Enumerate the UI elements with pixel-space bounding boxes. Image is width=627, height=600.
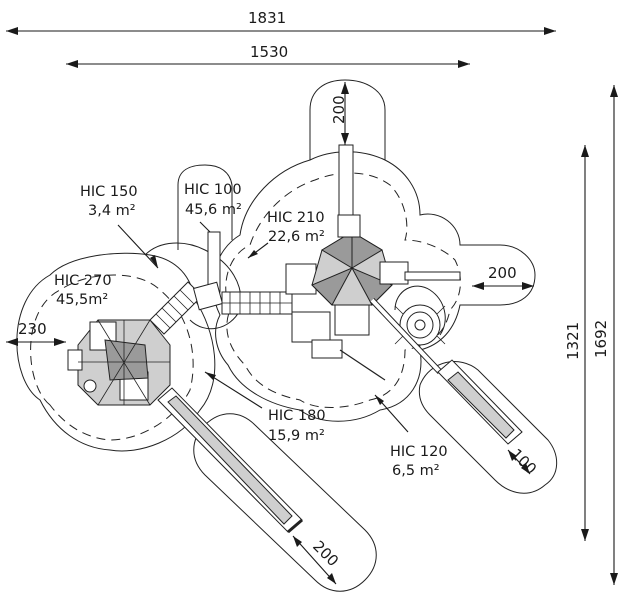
zone-slide-right — [418, 361, 558, 494]
right-bar — [404, 271, 461, 281]
dim-overall-width: 1831 — [248, 9, 286, 27]
zone-labels: HIC 150 3,4 m² HIC 100 45,6 m² HIC 210 2… — [54, 182, 448, 479]
safety-zones — [16, 79, 558, 592]
dim-inner-height: 1321 — [564, 322, 582, 360]
dim-left-clearance: 230 — [18, 320, 47, 338]
label-hic270-name: HIC 270 — [54, 273, 112, 289]
dim-inner-width: 1530 — [250, 43, 288, 61]
label-hic150-area: 3,4 m² — [88, 203, 136, 219]
label-hic100-name: HIC 100 — [184, 182, 242, 198]
dim-right-clearance: 200 — [488, 264, 517, 282]
dimension-texts: 1831 1530 230 200 200 1321 1692 100 200 — [18, 9, 610, 570]
label-hic210-area: 22,6 m² — [268, 229, 325, 245]
connector-right-slide-inner — [370, 298, 442, 374]
top-bar-post — [338, 144, 354, 221]
central-tower — [285, 214, 409, 359]
leader-arrows — [117, 221, 409, 433]
dimension-lines — [6, 27, 618, 585]
dim-slide-bottom-clearance: 200 — [309, 537, 342, 570]
zone-spiral — [394, 285, 446, 336]
bridge — [221, 291, 293, 315]
label-hic180-name: HIC 180 — [268, 408, 326, 424]
label-hic180-area: 15,9 m² — [268, 428, 325, 444]
label-hic120-area: 6,5 m² — [392, 463, 440, 479]
zone-left-tower-dashed — [30, 274, 194, 441]
zone-top-bar — [309, 79, 386, 160]
label-hic270-area: 45,5m² — [56, 292, 108, 308]
zone-post — [177, 164, 233, 250]
dim-overall-height: 1692 — [592, 320, 610, 358]
label-hic150-name: HIC 150 — [80, 184, 138, 200]
slide-right — [437, 359, 523, 445]
zone-slide-bottom — [193, 413, 377, 592]
label-hic210-name: HIC 210 — [267, 210, 325, 226]
connector-center-slide — [339, 349, 386, 381]
dim-top-clearance: 200 — [330, 95, 348, 124]
equipment — [67, 144, 523, 534]
left-tower — [67, 319, 171, 406]
zone-center-dashed — [225, 172, 461, 408]
slide-bottom — [157, 387, 303, 534]
spiral-slide — [394, 304, 446, 346]
zone-center — [212, 151, 536, 422]
label-hic120-name: HIC 120 — [390, 444, 448, 460]
label-hic100-area: 45,6 m² — [185, 202, 242, 218]
connector-left — [192, 281, 224, 311]
dim-slide-right-clearance: 100 — [507, 445, 540, 478]
zone-bridge — [144, 242, 242, 330]
